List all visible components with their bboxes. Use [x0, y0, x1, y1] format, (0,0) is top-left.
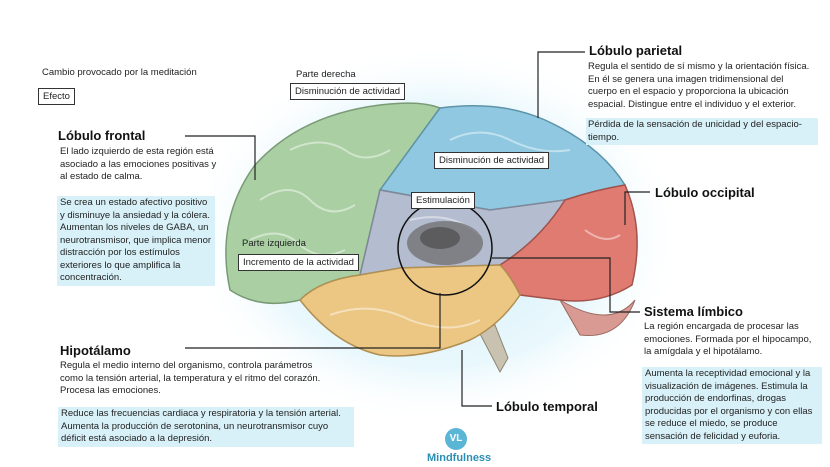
logo-mark: VL [445, 428, 467, 450]
line-occipital [624, 191, 650, 225]
parietal-effect: Pérdida de la sensación de unicidad y de… [586, 118, 818, 145]
line-frontal [185, 135, 256, 180]
legend-effect-box: Efecto [38, 88, 75, 105]
limbic-title: Sistema límbico [644, 304, 743, 319]
label-parietal-effect: Disminución de actividad [434, 152, 550, 169]
label-right-side: Parte derecha [296, 69, 356, 80]
cerebellum [558, 298, 636, 337]
hypothalamus-title: Hipotálamo [60, 343, 131, 358]
occipital-lobe [498, 184, 638, 302]
hypothalamus-effect: Reduce las frecuencias cardiaca y respir… [58, 407, 354, 447]
line-parietal [537, 51, 585, 118]
hypothalamus-description: Regula el medio interno del organismo, c… [60, 360, 321, 396]
line-limbic [492, 257, 640, 313]
parietal-title: Lóbulo parietal [589, 43, 683, 58]
frontal-description: El lado izquierdo de esta región está as… [60, 146, 217, 182]
parietal-description: Regula el sentido de sí mismo y la orien… [588, 61, 810, 110]
limbic-structure-inner [420, 227, 460, 249]
label-stimulation: Estimulación [411, 192, 475, 209]
legend-caption: Cambio provocado por la meditación [42, 67, 197, 78]
label-right-effect: Disminución de actividad [290, 83, 406, 100]
line-hypothalamus [185, 293, 441, 349]
temporal-lobe [299, 264, 521, 357]
occipital-title: Lóbulo occipital [655, 185, 755, 200]
frontal-effect: Se crea un estado afectivo positivo y di… [57, 196, 215, 286]
label-left-side: Parte izquierda [242, 238, 306, 249]
temporal-title: Lóbulo temporal [496, 399, 598, 414]
frontal-title: Lóbulo frontal [58, 128, 146, 143]
limbic-effect: Aumenta la receptividad emocional y la v… [642, 367, 822, 444]
line-temporal [461, 350, 492, 407]
label-left-effect: Incremento de la actividad [238, 254, 359, 271]
limbic-description: La región encargada de procesar las emoc… [644, 321, 812, 357]
logo-name: Mindfulness [427, 452, 492, 464]
